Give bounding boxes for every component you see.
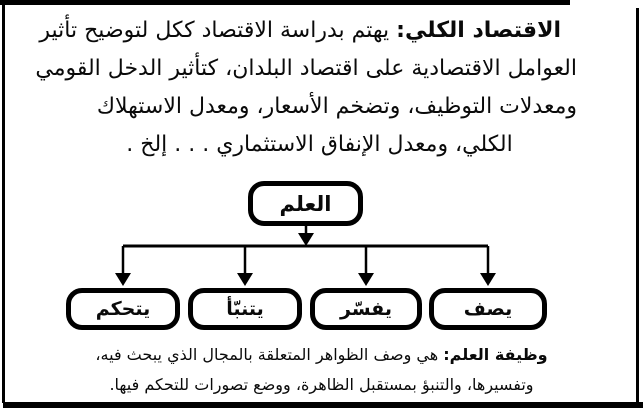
- paragraph-line-3: ومعدلات التوظيف، وتضخم الأسعار، ومعدل ال…: [96, 94, 577, 119]
- page-border-top: [0, 0, 570, 5]
- diagram-node-predicts: يتنبّأ: [188, 288, 302, 330]
- paragraph-line-2: العوامل الاقتصادية على اقتصاد البلدان، ك…: [35, 56, 577, 81]
- paragraph-line-4: الكلي، ومعدل الإنفاق الاستثماري . . . إل…: [126, 132, 513, 157]
- macroeconomics-paragraph: الاقتصاد الكلي: يهتم بدراسة الاقتصاد ككل…: [35, 12, 577, 164]
- science-function-caption: وظيفة العلم: هي وصف الظواهر المتعلقة بال…: [70, 340, 573, 400]
- caption-bold-term: وظيفة العلم:: [443, 345, 548, 364]
- page-border-left: [2, 2, 5, 403]
- diagram-node-controls: يتحكم: [66, 288, 180, 330]
- page-border-right: [636, 8, 639, 406]
- diagram-node-explains: يفسّر: [310, 288, 422, 330]
- arrowheads: [115, 233, 496, 286]
- paragraph-bold-term: الاقتصاد الكلي:: [396, 18, 561, 43]
- caption-line-2: وتفسيرها، والتنبؤ بمستقبل الظاهرة، ووضع …: [109, 375, 534, 394]
- diagram-node-science: العلم: [248, 181, 363, 226]
- paragraph-line-1: الاقتصاد الكلي: يهتم بدراسة الاقتصاد ككل…: [39, 12, 577, 50]
- caption-line-1-text: هي وصف الظواهر المتعلقة بالمجال الذي يبح…: [95, 345, 444, 364]
- diagram-node-describes: يصف: [429, 288, 547, 330]
- page-border-bottom: [3, 402, 643, 408]
- paragraph-line-1-text: يهتم بدراسة الاقتصاد ككل لتوضيح تأثير: [39, 18, 397, 43]
- caption-line-1: وظيفة العلم: هي وصف الظواهر المتعلقة بال…: [70, 340, 573, 370]
